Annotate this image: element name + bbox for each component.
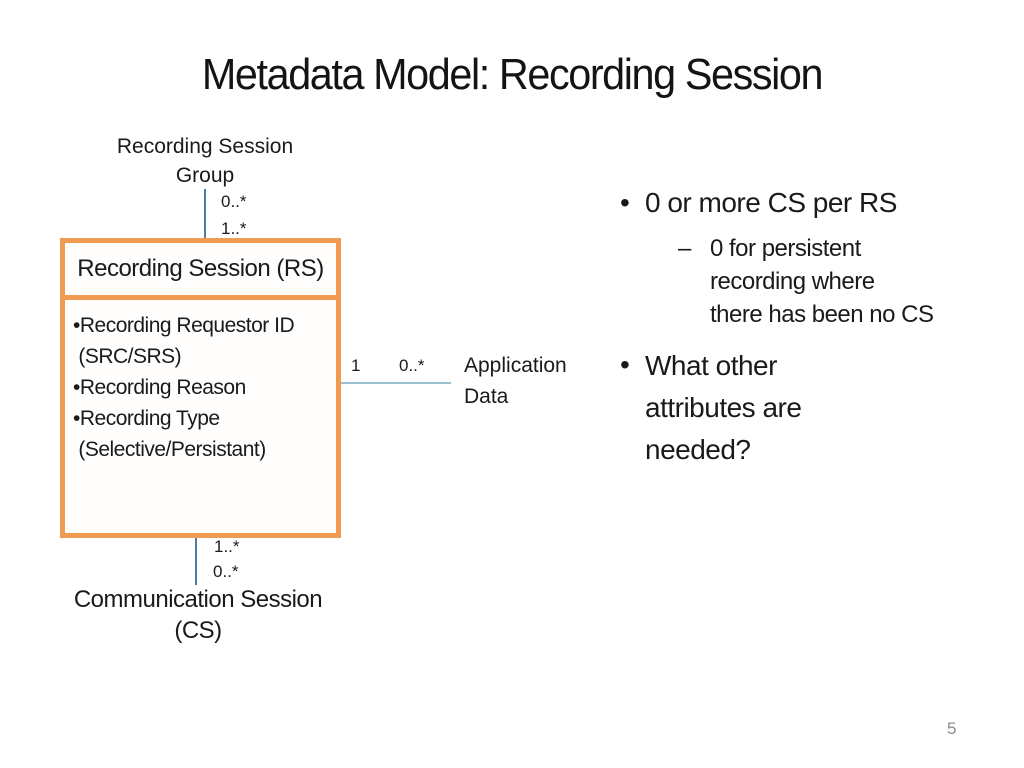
multiplicity-cs-side: 0..*: [213, 562, 239, 581]
recording-session-class-box: Recording Session (RS) •Recording Reques…: [60, 238, 341, 538]
communication-session-label: Communication Session (CS): [73, 586, 323, 644]
dash-icon: –: [678, 235, 692, 262]
attribute-line: •Recording Type: [73, 407, 220, 430]
bullet-line: attributes are: [645, 392, 802, 423]
sub-bullet-text: 0 for persistent recording where there h…: [710, 232, 934, 331]
bullet-item: • What other attributes are needed?: [600, 345, 1010, 471]
multiplicity-rs-side-right: 1: [351, 356, 361, 375]
notes-list: • 0 or more CS per RS – 0 for persistent…: [600, 183, 1010, 471]
sub-bullet-item: – 0 for persistent recording where there…: [678, 232, 1010, 331]
multiplicity-group-side: 0..*: [221, 192, 247, 211]
multiplicity-application-data-side: 0..*: [399, 356, 425, 375]
sub-bullet-line: there has been no CS: [710, 301, 934, 328]
connector-rs-to-application-data: [341, 382, 451, 384]
sub-bullet-line: 0 for persistent: [710, 235, 861, 262]
application-data-label: Application Data: [464, 354, 567, 408]
multiplicity-rs-side-top: 1..*: [221, 219, 247, 238]
connector-rs-to-cs: [195, 538, 197, 585]
class-box-attributes: •Recording Requestor ID (SRC/SRS) •Recor…: [65, 300, 336, 465]
bullet-line: What other: [645, 350, 777, 381]
sub-bullet-line: recording where: [710, 268, 875, 295]
bullet-icon: •: [620, 349, 630, 380]
bullet-icon: •: [620, 187, 630, 218]
bullet-item: • 0 or more CS per RS: [600, 183, 1010, 223]
slide-title: Metadata Model: Recording Session: [201, 50, 824, 99]
page-number: 5: [947, 719, 957, 738]
bullet-text: What other attributes are needed?: [645, 345, 802, 471]
bullet-line: needed?: [645, 434, 751, 465]
attribute-line: (Selective/Persistant): [73, 438, 266, 461]
bullet-text: 0 or more CS per RS: [645, 187, 897, 218]
connector-group-to-rs: [204, 189, 206, 238]
class-box-header: Recording Session (RS): [65, 243, 336, 300]
attribute-line: •Recording Requestor ID: [73, 314, 295, 337]
attribute-line: •Recording Reason: [73, 376, 246, 399]
recording-session-group-label: Recording Session Group: [116, 135, 294, 187]
multiplicity-rs-side-bottom: 1..*: [214, 537, 240, 556]
attribute-line: (SRC/SRS): [73, 345, 182, 368]
